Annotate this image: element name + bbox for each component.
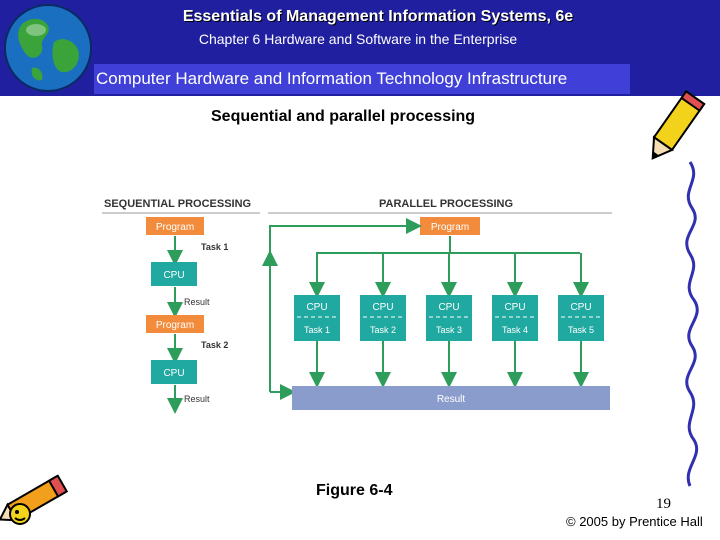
seq-cpu-label-2: CPU xyxy=(163,368,184,379)
copyright-notice: © 2005 by Prentice Hall xyxy=(566,514,703,529)
seq-cpu-box-2 xyxy=(151,360,197,384)
par-task-label-4: Task 4 xyxy=(502,325,528,335)
page-number: 19 xyxy=(656,496,671,512)
seq-task1-label: Task 1 xyxy=(201,242,228,252)
par-cpu-label-2: CPU xyxy=(372,302,393,313)
par-task-label-5: Task 5 xyxy=(568,325,594,335)
par-cpu-box-4 xyxy=(492,295,538,341)
parallel-result-label: Result xyxy=(437,394,466,405)
seq-cpu-box-1 xyxy=(151,262,197,286)
globe-icon xyxy=(4,4,92,92)
parallel-result-bar xyxy=(292,386,610,410)
par-task-label-3: Task 3 xyxy=(436,325,462,335)
sequential-title: SEQUENTIAL PROCESSING xyxy=(104,198,251,210)
par-cpu-box-1 xyxy=(294,295,340,341)
par-cpu-box-3 xyxy=(426,295,472,341)
par-program-box xyxy=(420,217,480,235)
par-cpu-box-2 xyxy=(360,295,406,341)
seq-program-box-1 xyxy=(146,217,204,235)
par-task-label-2: Task 2 xyxy=(370,325,396,335)
course-title: Essentials of Management Information Sys… xyxy=(182,8,574,25)
par-cpu-label-5: CPU xyxy=(570,302,591,313)
par-cpu-label-3: CPU xyxy=(438,302,459,313)
par-cpu-box-5 xyxy=(558,295,604,341)
par-cpu-label-4: CPU xyxy=(504,302,525,313)
decorative-squiggle xyxy=(685,161,699,487)
pencil-icon xyxy=(651,90,706,160)
pencil-figure-icon xyxy=(0,474,69,525)
figure-caption: Figure 6-4 xyxy=(316,482,393,499)
chapter-subtitle: Chapter 6 Hardware and Software in the E… xyxy=(198,31,518,47)
par-cpu-label-1: CPU xyxy=(306,302,327,313)
seq-cpu-label-1: CPU xyxy=(163,270,184,281)
par-task-label-1: Task 1 xyxy=(304,325,330,335)
seq-program-label-1: Program xyxy=(156,222,194,233)
slide-heading: Sequential and parallel processing xyxy=(211,108,476,125)
seq-program-label-2: Program xyxy=(156,320,194,331)
parallel-title: PARALLEL PROCESSING xyxy=(379,198,513,210)
seq-program-box-2 xyxy=(146,315,204,333)
seq-task2-label: Task 2 xyxy=(201,340,228,350)
par-program-label: Program xyxy=(431,222,469,233)
slide-header: Essentials of Management Information Sys… xyxy=(0,0,720,96)
section-title: Computer Hardware and Information Techno… xyxy=(94,64,630,94)
seq-result-label-2: Result xyxy=(184,394,210,404)
seq-result-label-1: Result xyxy=(184,297,210,307)
